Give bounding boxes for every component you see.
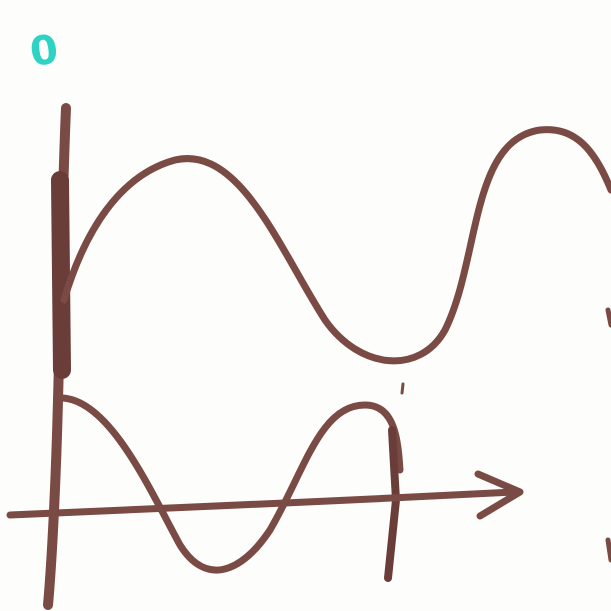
- upper-wave: [60, 126, 611, 365]
- top-arrow-head-right: [570, 55, 602, 96]
- small-tick: [400, 382, 405, 395]
- top-arrow-head-left: [78, 18, 170, 68]
- zero-label: 0: [27, 26, 61, 75]
- cyan-envelope-curve: [72, 42, 611, 258]
- vertical-axis-overdraw: [51, 171, 71, 379]
- lower-marker-line: [384, 426, 400, 582]
- horizontal-axis: [6, 488, 519, 519]
- horizontal-axis-arrowhead: [474, 470, 524, 520]
- top-double-arrow-shaft: [78, 43, 600, 72]
- lower-wave: [58, 394, 404, 574]
